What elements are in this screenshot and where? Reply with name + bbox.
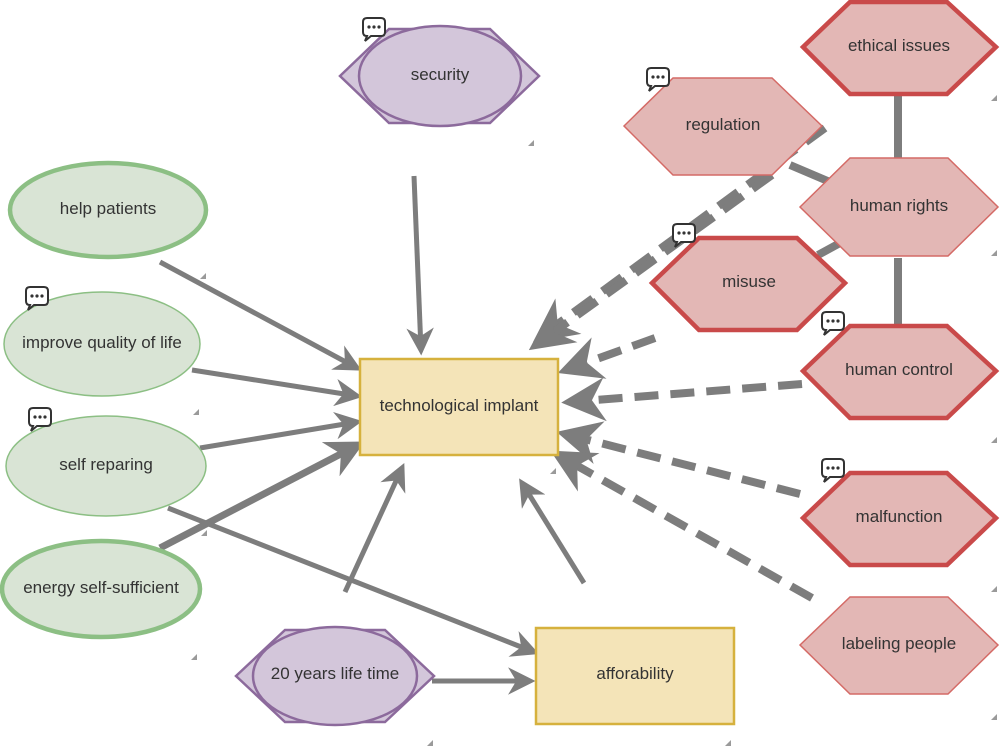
node-label: labeling people [842,634,956,653]
node-malfunction[interactable]: malfunction [799,470,1000,568]
node-misuse[interactable]: misuse [648,235,849,333]
node-ethical-issues[interactable]: ethical issues [799,0,1000,97]
comment-icon[interactable] [821,311,845,336]
resize-handle-icon[interactable] [991,586,997,592]
node-shape [5,415,207,517]
node-shape [648,235,849,333]
node-shape [798,157,1000,257]
node-energy-self-sufficient[interactable]: energy self-sufficient [0,538,203,640]
edge-malfunction-attack[interactable] [556,421,801,498]
node-label: human control [845,360,953,379]
node-shape [7,160,209,260]
edge-regulation-to-human-rights[interactable] [788,161,832,186]
node-label: malfunction [856,507,943,526]
comment-icon[interactable] [821,458,845,483]
edge-human-rights-attack[interactable] [528,171,775,351]
resize-handle-icon[interactable] [991,95,997,101]
node-shape [799,323,1000,421]
edge-security-to-implant[interactable] [406,175,434,356]
node-labeling-people[interactable]: labeling people [798,596,1000,695]
edge-labeling-people-attack[interactable] [550,450,814,602]
node-shape [622,77,824,176]
edge-misuse-to-human-rights[interactable] [816,239,842,259]
node-afforability[interactable]: afforability [534,626,736,726]
node-shape [798,596,1000,695]
node-self-reparing[interactable]: self reparing [5,415,207,517]
node-label: misuse [722,272,776,291]
edge-afforability-to-implant[interactable] [519,478,587,585]
node-shape [0,538,203,640]
edge-human-control-attack[interactable] [561,377,803,422]
edge-improve-quality-to-implant[interactable] [191,367,363,407]
node-label: improve quality of life [22,333,182,352]
node-label: 20 years life time [271,664,400,683]
node-improve-quality-of-life[interactable]: improve quality of life [3,291,201,397]
resize-handle-icon[interactable] [427,740,433,746]
resize-handle-icon[interactable] [528,140,534,146]
resize-handle-icon[interactable] [201,530,207,536]
node-security[interactable]: security [338,24,541,128]
node-20-years-life-time[interactable]: 20 years life time [234,625,436,727]
node-shape [799,0,1000,97]
node-shape-inner [251,625,419,727]
node-label: human rights [850,196,948,215]
node-label: security [411,65,470,84]
node-shape [534,626,736,726]
resize-handle-icon[interactable] [200,273,206,279]
node-shape-inner [357,24,523,128]
node-help-patients[interactable]: help patients [7,160,209,260]
edge-life-time-to-implant[interactable] [342,463,406,594]
edge-energy-self-to-implant[interactable] [158,441,365,552]
edge-help-patients-to-implant[interactable] [158,259,362,371]
resize-handle-icon[interactable] [991,714,997,720]
edge-self-reparing-to-implant[interactable] [199,412,363,451]
resize-handle-icon[interactable] [550,468,556,474]
node-label: regulation [686,115,761,134]
node-shape [3,291,201,397]
node-human-rights[interactable]: human rights [798,157,1000,257]
node-technological-implant[interactable]: technological implant [358,357,560,457]
resize-handle-icon[interactable] [193,409,199,415]
node-label: ethical issues [848,36,950,55]
resize-handle-icon[interactable] [991,250,997,256]
edge-misuse-attack[interactable] [557,334,657,379]
node-label: afforability [596,664,674,683]
resize-handle-icon[interactable] [191,654,197,660]
resize-handle-icon[interactable] [725,740,731,746]
resize-handle-icon[interactable] [991,437,997,443]
node-regulation[interactable]: regulation [622,77,824,176]
node-label: self reparing [59,455,153,474]
node-shape [799,470,1000,568]
node-human-control[interactable]: human control [799,323,1000,421]
node-label: technological implant [380,396,539,415]
node-shape [358,357,560,457]
node-label: energy self-sufficient [23,578,179,597]
node-label: help patients [60,199,156,218]
